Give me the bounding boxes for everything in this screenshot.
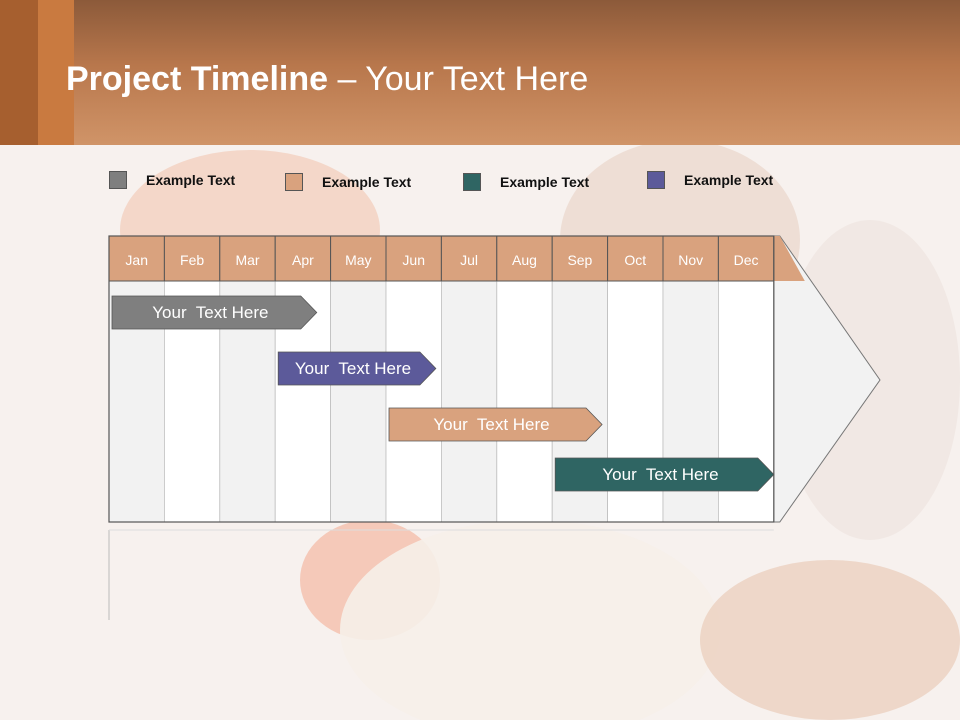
- month-column: [385, 280, 442, 523]
- month-label: Nov: [678, 252, 703, 268]
- task-bar: [388, 407, 603, 442]
- task-label: Your Text Here: [295, 359, 411, 378]
- task-label: Your Text Here: [602, 465, 718, 484]
- legend-item[interactable]: Example Text: [647, 170, 773, 190]
- month-header-cell: [662, 235, 719, 282]
- task-label: Your Text Here: [433, 415, 549, 434]
- legend-item[interactable]: Example Text: [463, 172, 589, 192]
- legend-item[interactable]: Example Text: [109, 170, 235, 190]
- banner-accent-dark: [0, 0, 38, 145]
- month-column: [330, 280, 387, 523]
- month-label: Aug: [512, 252, 537, 268]
- month-header-cell: [108, 235, 165, 282]
- timeline-arrow-header-fill: [773, 236, 805, 281]
- month-label: Apr: [292, 252, 314, 268]
- legend-swatch: [285, 173, 303, 191]
- month-header-cell: [717, 235, 775, 282]
- legend-label: Example Text: [684, 172, 774, 188]
- legend-label: Example Text: [322, 174, 412, 190]
- legend-swatch: [647, 171, 665, 189]
- legend-label: Example Text: [500, 174, 590, 190]
- month-label: Jan: [125, 252, 148, 268]
- month-header-cell: [219, 235, 276, 282]
- task-bar: [277, 351, 437, 386]
- title-banner: Project Timeline – Your Text Here: [0, 0, 960, 145]
- legend-swatch: [463, 173, 481, 191]
- month-column: [496, 280, 553, 523]
- legend-item[interactable]: Example Text: [285, 172, 411, 192]
- task-bar: [554, 457, 775, 492]
- month-label: Oct: [624, 252, 646, 268]
- month-header-cell: [496, 235, 553, 282]
- month-column: [440, 280, 498, 523]
- legend-swatch: [109, 171, 127, 189]
- slide-title[interactable]: Project Timeline – Your Text Here: [66, 60, 588, 99]
- banner-accent-light: [38, 0, 74, 145]
- timeline-frame: [108, 235, 775, 523]
- month-label: May: [345, 252, 371, 268]
- title-rest-part: – Your Text Here: [328, 60, 589, 98]
- month-label: Mar: [235, 252, 259, 268]
- month-label: Feb: [180, 252, 204, 268]
- task-bar: [111, 295, 318, 330]
- month-label: Sep: [567, 252, 592, 268]
- task-label: Your Text Here: [152, 303, 268, 322]
- month-label: Jul: [460, 252, 478, 268]
- legend-label: Example Text: [146, 172, 236, 188]
- month-label: Dec: [734, 252, 759, 268]
- month-header-cell: [385, 235, 442, 282]
- title-bold-part: Project Timeline: [66, 60, 329, 98]
- month-label: Jun: [402, 252, 425, 268]
